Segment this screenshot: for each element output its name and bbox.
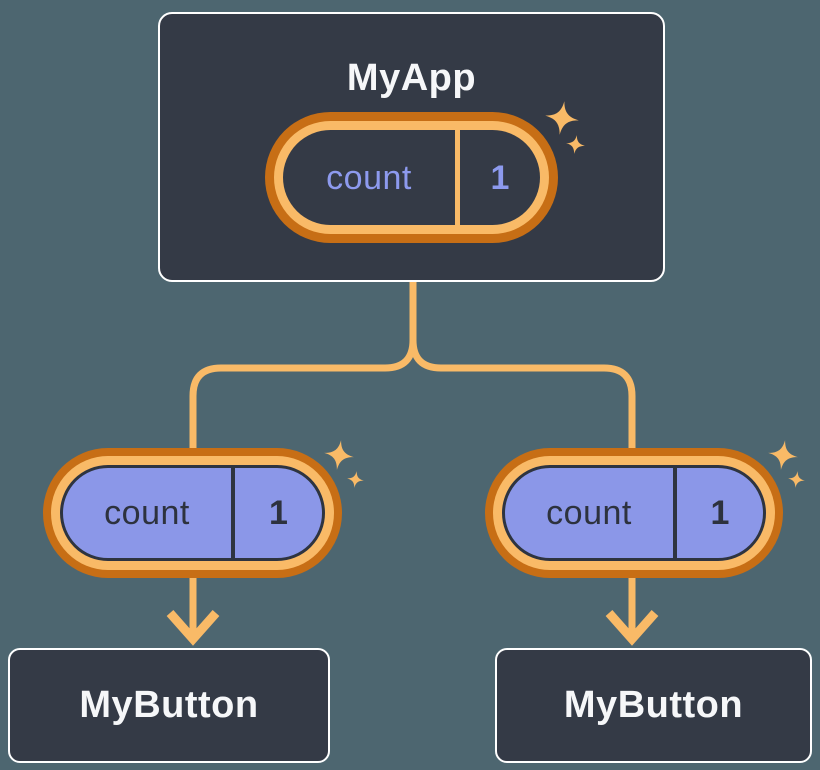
connector-right xyxy=(409,278,636,637)
mybutton-node-right: MyButton xyxy=(495,648,812,763)
prop-pill-left-ring: count 1 xyxy=(51,456,334,570)
sparkle-icon xyxy=(566,135,585,154)
mybutton-node-left: MyButton xyxy=(8,648,330,763)
state-value: 1 xyxy=(490,158,510,197)
prop-pill-right-divider xyxy=(673,468,677,558)
prop-pill-right: count 1 xyxy=(485,448,783,578)
prop-pill-left-divider xyxy=(231,468,235,558)
prop-value-right: 1 xyxy=(710,494,730,532)
state-pill-divider xyxy=(455,130,460,225)
sparkle-icon xyxy=(347,471,364,488)
prop-label-left: count xyxy=(104,494,190,532)
prop-label-right: count xyxy=(546,494,632,532)
state-pill: count 1 xyxy=(265,112,558,243)
prop-pill-right-ring: count 1 xyxy=(493,456,775,570)
sparkle-icon xyxy=(788,471,805,488)
myapp-title: MyApp xyxy=(346,57,477,99)
state-label: count xyxy=(326,158,412,197)
mybutton-title-right: MyButton xyxy=(563,684,744,726)
state-pill-ring: count 1 xyxy=(274,121,549,234)
sparkle-icon xyxy=(768,440,798,470)
arrow-down-left-icon xyxy=(166,610,220,646)
sparkle-icon xyxy=(324,440,354,470)
arrow-down-right-icon xyxy=(605,610,659,646)
sparkle-icon xyxy=(545,101,579,135)
mybutton-title-left: MyButton xyxy=(79,684,259,726)
prop-pill-left: count 1 xyxy=(43,448,342,578)
prop-value-left: 1 xyxy=(269,494,288,532)
